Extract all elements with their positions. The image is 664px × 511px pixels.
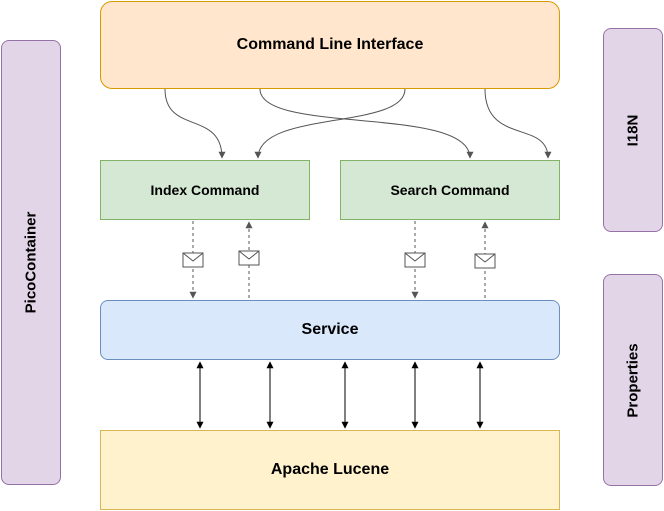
search-command-box: Search Command bbox=[340, 160, 560, 220]
cli-to-search-arrow-1 bbox=[259, 88, 474, 159]
index-command-box: Index Command bbox=[100, 160, 310, 220]
cli-to-index-arrow-1 bbox=[164, 88, 226, 159]
cli-label: Command Line Interface bbox=[236, 36, 424, 53]
picocontainer-label: PicoContainer bbox=[22, 211, 40, 314]
lucene-box: Apache Lucene bbox=[100, 430, 560, 510]
properties-box: Properties bbox=[603, 274, 663, 486]
cli-box: Command Line Interface bbox=[100, 1, 560, 89]
i18n-label: I18N bbox=[624, 114, 642, 146]
properties-label: Properties bbox=[624, 342, 642, 418]
envelope-icon bbox=[474, 253, 496, 269]
service-box: Service bbox=[100, 300, 560, 360]
envelope-icon bbox=[404, 252, 426, 268]
i18n-box: I18N bbox=[603, 28, 663, 232]
envelope-icon bbox=[238, 250, 260, 266]
lucene-label: Apache Lucene bbox=[270, 461, 390, 478]
service-label: Service bbox=[301, 321, 359, 338]
search-command-label: Search Command bbox=[390, 182, 510, 198]
envelope-icon bbox=[182, 252, 204, 268]
index-command-label: Index Command bbox=[150, 182, 260, 198]
picocontainer-box: PicoContainer bbox=[1, 40, 61, 485]
cli-to-search-arrow-2 bbox=[484, 88, 552, 159]
cli-to-index-arrow-2 bbox=[254, 88, 406, 159]
